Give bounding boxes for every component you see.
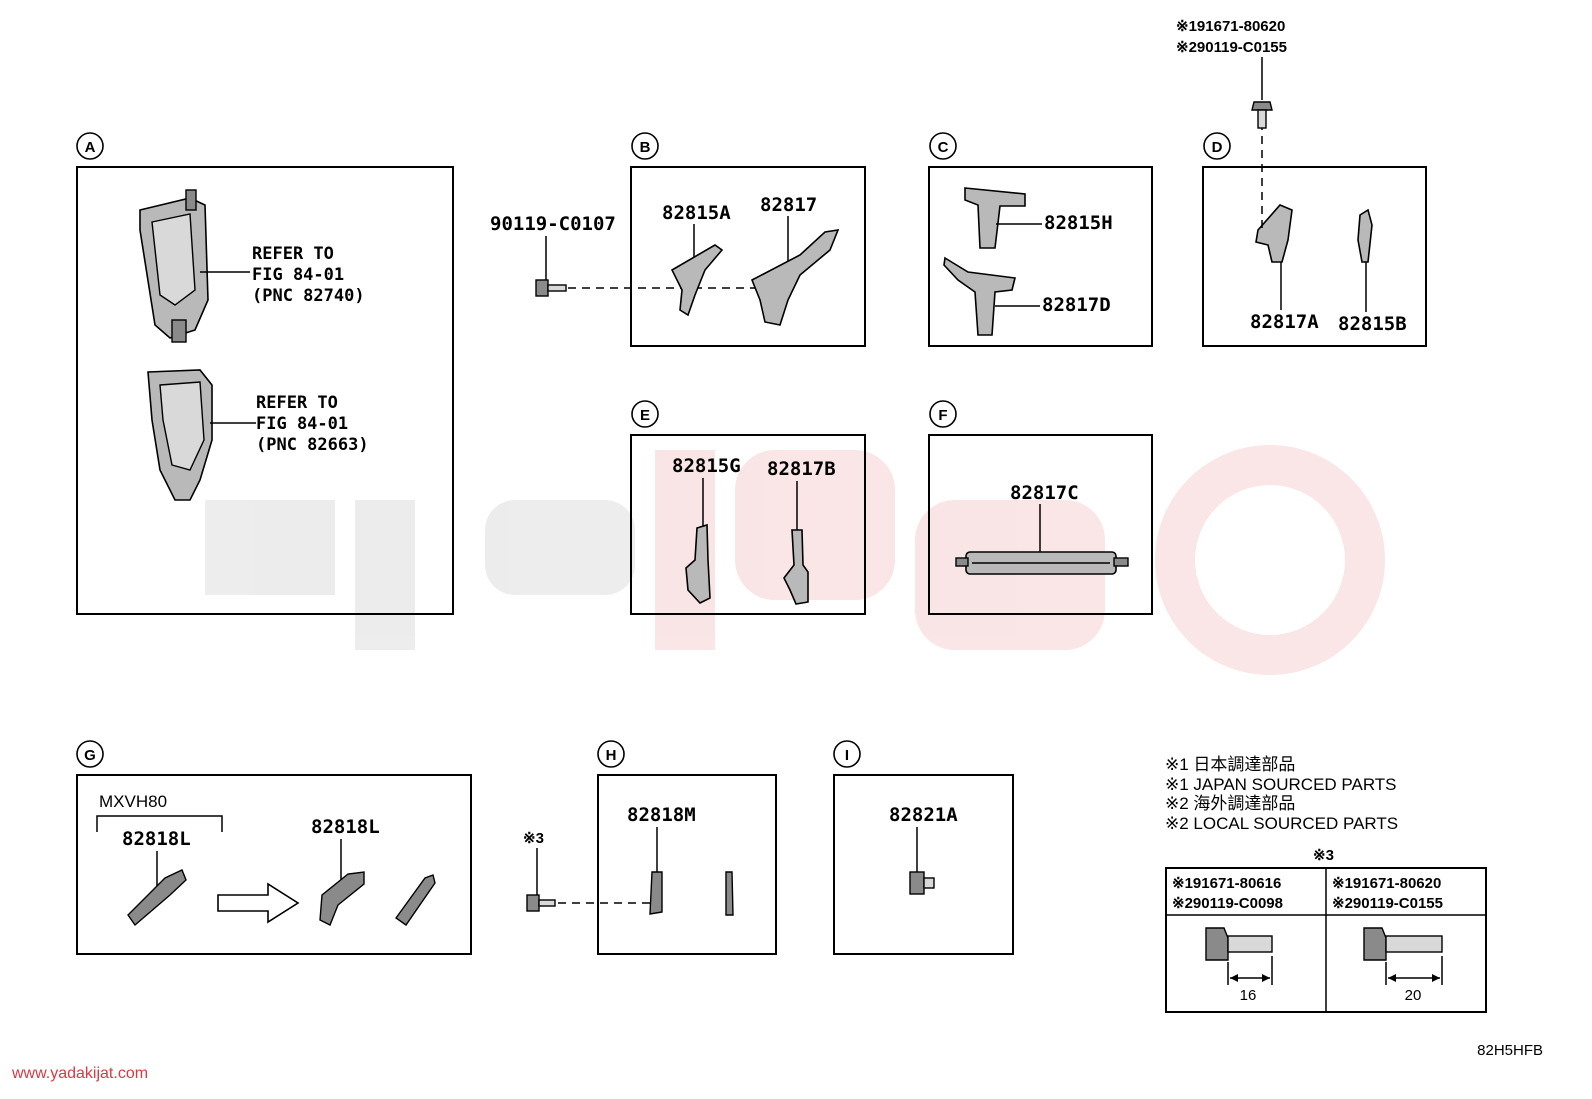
svg-text:※3: ※3	[1313, 847, 1334, 864]
legend: ※1 日本調達部品 ※1 JAPAN SOURCED PARTS ※2 海外調達…	[1165, 755, 1398, 833]
panel-letter-c: C	[929, 132, 957, 160]
panel-letter-g: G	[76, 740, 104, 768]
bolt-90119-c0107: 90119-C0107	[490, 213, 770, 297]
panel-letter-d: D	[1203, 132, 1231, 160]
panel-letter-e: E	[631, 400, 659, 428]
svg-text:F: F	[938, 407, 947, 424]
svg-text:※290119-C0155: ※290119-C0155	[1176, 39, 1287, 56]
svg-text:82818L: 82818L	[122, 828, 191, 850]
svg-text:※1 JAPAN SOURCED PARTS: ※1 JAPAN SOURCED PARTS	[1165, 775, 1397, 794]
svg-text:(PNC 82663): (PNC 82663)	[256, 435, 369, 455]
part-82818m-drawing-2	[725, 871, 734, 916]
panel-letter-b: B	[631, 132, 659, 160]
svg-text:H: H	[606, 747, 617, 764]
svg-text:REFER TO: REFER TO	[252, 244, 334, 264]
part-82817c-drawing	[955, 551, 1129, 575]
svg-text:※191671-80620: ※191671-80620	[1332, 875, 1441, 892]
svg-text:※290119-C0155: ※290119-C0155	[1332, 895, 1443, 912]
svg-text:20: 20	[1405, 987, 1422, 1004]
part-82817a-drawing	[1255, 204, 1293, 263]
panel-letter-i: I	[833, 740, 861, 768]
svg-text:B: B	[640, 139, 651, 156]
panel-f: 82817C	[928, 434, 1153, 615]
svg-text:※2 海外調達部品: ※2 海外調達部品	[1165, 794, 1295, 813]
panel-i: 82821A	[833, 774, 1014, 955]
panel-g: MXVH80 82818L 82818L	[76, 774, 472, 955]
panel-h: 82818M	[597, 774, 777, 955]
svg-text:82815H: 82815H	[1044, 212, 1113, 234]
panel-letter-h: H	[597, 740, 625, 768]
svg-text:82817: 82817	[760, 194, 817, 216]
svg-text:82817A: 82817A	[1250, 311, 1319, 333]
panel-e: 82815G 82817B	[630, 434, 866, 615]
svg-text:MXVH80: MXVH80	[99, 792, 167, 811]
part-82818l-drawing-3	[395, 874, 436, 926]
part-82817-drawing	[750, 228, 840, 326]
cover-drawing	[147, 369, 213, 501]
part-82815g-drawing	[685, 523, 711, 604]
part-82818m-drawing	[649, 871, 663, 915]
svg-text:※2 LOCAL SOURCED PARTS: ※2 LOCAL SOURCED PARTS	[1165, 814, 1398, 833]
handle-assembly-drawing	[139, 189, 209, 343]
svg-text:FIG 84-01: FIG 84-01	[256, 414, 348, 434]
svg-text:※191671-80616: ※191671-80616	[1172, 875, 1281, 892]
part-82815a-drawing	[670, 244, 724, 317]
svg-text:※3: ※3	[523, 830, 544, 847]
svg-text:82818M: 82818M	[627, 804, 696, 826]
part-82818l-drawing-1	[127, 869, 187, 927]
panel-c: 82815H 82817D	[928, 166, 1153, 347]
note-table: ※3 ※191671-80616 ※290119-C0098 ※191671-8…	[1165, 847, 1487, 1013]
svg-text:82817C: 82817C	[1010, 482, 1079, 504]
panel-a: REFER TO FIG 84-01 (PNC 82740) REFER TO …	[76, 166, 454, 615]
svg-text:A: A	[85, 139, 96, 156]
bolt-note-3: ※3	[523, 830, 650, 912]
part-82821a-drawing	[909, 871, 935, 895]
svg-text:16: 16	[1240, 987, 1257, 1004]
svg-text:G: G	[84, 747, 96, 764]
part-82817b-drawing	[783, 529, 809, 605]
part-82817d-drawing	[943, 256, 1016, 336]
svg-text:90119-C0107: 90119-C0107	[490, 213, 616, 235]
svg-text:※1 日本調達部品: ※1 日本調達部品	[1165, 755, 1295, 774]
panel-letter-a: A	[76, 132, 104, 160]
svg-text:※191671-80620: ※191671-80620	[1176, 18, 1285, 35]
panel-d: 82817A 82815B	[1202, 122, 1427, 347]
part-82818l-drawing-2	[319, 871, 365, 926]
watermark-url[interactable]: www.yadakijat.com	[11, 1065, 148, 1082]
panel-letter-f: F	[929, 400, 957, 428]
svg-text:82815B: 82815B	[1338, 313, 1407, 335]
arrow-right-icon	[217, 882, 300, 924]
svg-text:82817B: 82817B	[767, 458, 836, 480]
svg-text:I: I	[845, 747, 849, 764]
bolt-16-drawing: 16	[1205, 927, 1273, 1004]
top-bolt: ※191671-80620 ※290119-C0155	[1176, 18, 1287, 129]
watermark-logo	[205, 445, 1385, 675]
bolt-20-drawing: 20	[1363, 927, 1443, 1004]
part-82815b-drawing	[1357, 208, 1373, 263]
part-82815h-drawing	[964, 187, 1026, 249]
svg-text:(PNC 82740): (PNC 82740)	[252, 286, 365, 306]
svg-text:FIG 84-01: FIG 84-01	[252, 265, 344, 285]
svg-text:D: D	[1212, 139, 1223, 156]
svg-text:82815A: 82815A	[662, 202, 731, 224]
svg-text:82821A: 82821A	[889, 804, 958, 826]
diagram-code: 82H5HFB	[1477, 1042, 1543, 1059]
svg-text:※290119-C0098: ※290119-C0098	[1172, 895, 1283, 912]
svg-text:E: E	[640, 407, 650, 424]
panel-b: 82815A 82817	[630, 166, 866, 347]
svg-text:REFER TO: REFER TO	[256, 393, 338, 413]
svg-text:82818L: 82818L	[311, 816, 380, 838]
svg-text:C: C	[938, 139, 949, 156]
svg-text:82817D: 82817D	[1042, 294, 1111, 316]
svg-text:82815G: 82815G	[672, 455, 741, 477]
